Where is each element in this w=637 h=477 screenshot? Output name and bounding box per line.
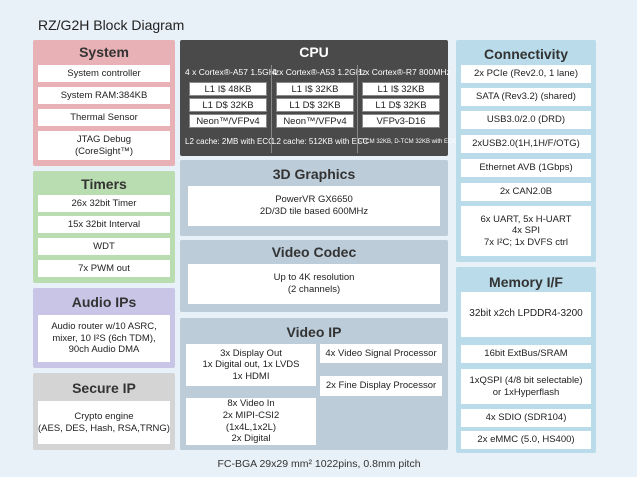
- video-ip-item: 2x Fine Display Processor: [320, 376, 442, 396]
- secure-heading: Secure IP: [72, 380, 136, 396]
- connectivity-item: 2x CAN2.0B: [461, 183, 591, 201]
- timers-item: 7x PWM out: [38, 260, 170, 277]
- cpu-l2-cache: L2 cache: 2MB with ECC: [185, 137, 274, 146]
- connectivity-item: Ethernet AVB (1Gbps): [461, 159, 591, 177]
- memory-item: 4x SDIO (SDR104): [461, 409, 591, 427]
- memory-item: 32bit x2ch LPDDR4-3200: [461, 292, 591, 337]
- graphics-group: 3D Graphics PowerVR GX6650 2D/3D tile ba…: [180, 160, 448, 236]
- system-heading: System: [79, 44, 129, 60]
- system-item: System RAM:384KB: [38, 87, 170, 104]
- cpu-core-item: Neon™/VFPv4: [189, 114, 267, 128]
- audio-item: Audio router w/10 ASRC, mixer, 10 I²S (6…: [38, 315, 170, 362]
- graphics-heading: 3D Graphics: [272, 166, 356, 182]
- connectivity-group: Connectivity 2x PCIe (Rev2.0, 1 lane) SA…: [456, 40, 596, 262]
- cpu-group: CPU 4 x Cortex®-A57 1.5GHz L1 I$ 48KB L1…: [180, 40, 457, 156]
- cpu-core-header: 4 x Cortex®-A57 1.5GHz: [185, 67, 280, 77]
- memory-item: 1xQSPI (4/8 bit selectable) or 1xHyperfl…: [461, 369, 591, 404]
- memory-item: 2x eMMC (5.0, HS400): [461, 431, 591, 449]
- cpu-core-item: L1 D$ 32KB: [362, 98, 440, 112]
- timers-group: Timers 26x 32bit Timer 15x 32bit Interva…: [33, 171, 175, 283]
- video-ip-item: 8x Video In 2x MIPI-CSI2 (1x4L,1x2L) 2x …: [186, 398, 316, 445]
- cpu-core-header: 4 x Cortex®-A53 1.2GHz: [272, 67, 367, 77]
- video-ip-heading: Video IP: [286, 324, 342, 340]
- cpu-heading: CPU: [299, 44, 329, 60]
- memory-item: 16bit ExtBus/SRAM: [461, 345, 591, 363]
- memory-group: Memory I/F 32bit x2ch LPDDR4-3200 16bit …: [456, 267, 596, 453]
- cpu-core-item: L1 I$ 48KB: [189, 82, 267, 96]
- video-ip-item: 4x Video Signal Processor: [320, 344, 442, 363]
- cpu-core-item: L1 I$ 32KB: [362, 82, 440, 96]
- cpu-core-a53: 4 x Cortex®-A53 1.2GHz L1 I$ 32KB L1 D$ …: [271, 65, 369, 153]
- system-item: System controller: [38, 65, 170, 82]
- cpu-core-item: L1 D$ 32KB: [276, 98, 354, 112]
- timers-heading: Timers: [81, 176, 127, 192]
- cpu-core-item: Neon™/VFPv4: [276, 114, 354, 128]
- memory-heading: Memory I/F: [489, 274, 563, 290]
- cpu-core-a57: 4 x Cortex®-A57 1.5GHz L1 I$ 48KB L1 D$ …: [185, 65, 280, 153]
- package-footer: FC-BGA 29x29 mm² 1022pins, 0.8mm pitch: [217, 458, 421, 470]
- cpu-core-item: L1 D$ 32KB: [189, 98, 267, 112]
- secure-group: Secure IP Crypto engine (AES, DES, Hash,…: [33, 373, 175, 450]
- audio-heading: Audio IPs: [71, 294, 137, 310]
- timers-item: 15x 32bit Interval: [38, 216, 170, 233]
- cpu-core-r7: 1 x Cortex®-R7 800MHz L1 I$ 32KB L1 D$ 3…: [357, 65, 457, 153]
- cpu-core-item: L1 I$ 32KB: [276, 82, 354, 96]
- connectivity-heading: Connectivity: [483, 46, 568, 62]
- connectivity-item: 2x PCIe (Rev2.0, 1 lane): [461, 65, 591, 83]
- connectivity-item: 2xUSB2.0(1H,1H/F/OTG): [461, 135, 591, 153]
- system-item: JTAG Debug (CoreSight™): [38, 131, 170, 160]
- cpu-core-item: VFPv3-D16: [362, 114, 440, 128]
- system-item: Thermal Sensor: [38, 109, 170, 126]
- graphics-item: PowerVR GX6650 2D/3D tile based 600MHz: [188, 186, 440, 226]
- timers-item: 26x 32bit Timer: [38, 195, 170, 212]
- connectivity-item: SATA (Rev3.2) (shared): [461, 88, 591, 106]
- cpu-l2-cache: L2 cache: 512KB with ECC: [272, 137, 369, 146]
- connectivity-item: USB3.0/2.0 (DRD): [461, 111, 591, 129]
- diagram-title: RZ/G2H Block Diagram: [38, 17, 185, 33]
- connectivity-item: 6x UART, 5x H-UART 4x SPI 7x I²C; 1x DVF…: [461, 206, 591, 256]
- video-codec-heading: Video Codec: [271, 244, 357, 260]
- video-ip-group: Video IP 3x Display Out 1x Digital out, …: [180, 318, 448, 450]
- cpu-core-header: 1 x Cortex®-R7 800MHz: [358, 67, 451, 77]
- system-group: System System controller System RAM:384K…: [33, 40, 175, 166]
- video-codec-group: Video Codec Up to 4K resolution (2 chann…: [180, 240, 448, 312]
- video-ip-item: 3x Display Out 1x Digital out, 1x LVDS 1…: [186, 344, 316, 386]
- audio-group: Audio IPs Audio router w/10 ASRC, mixer,…: [33, 288, 175, 368]
- secure-item: Crypto engine (AES, DES, Hash, RSA,TRNG): [38, 401, 170, 444]
- timers-item: WDT: [38, 238, 170, 255]
- video-codec-item: Up to 4K resolution (2 channels): [188, 264, 440, 304]
- cpu-tcm: I-TCM 32KB, D-TCM 32KB with ECC: [358, 139, 457, 145]
